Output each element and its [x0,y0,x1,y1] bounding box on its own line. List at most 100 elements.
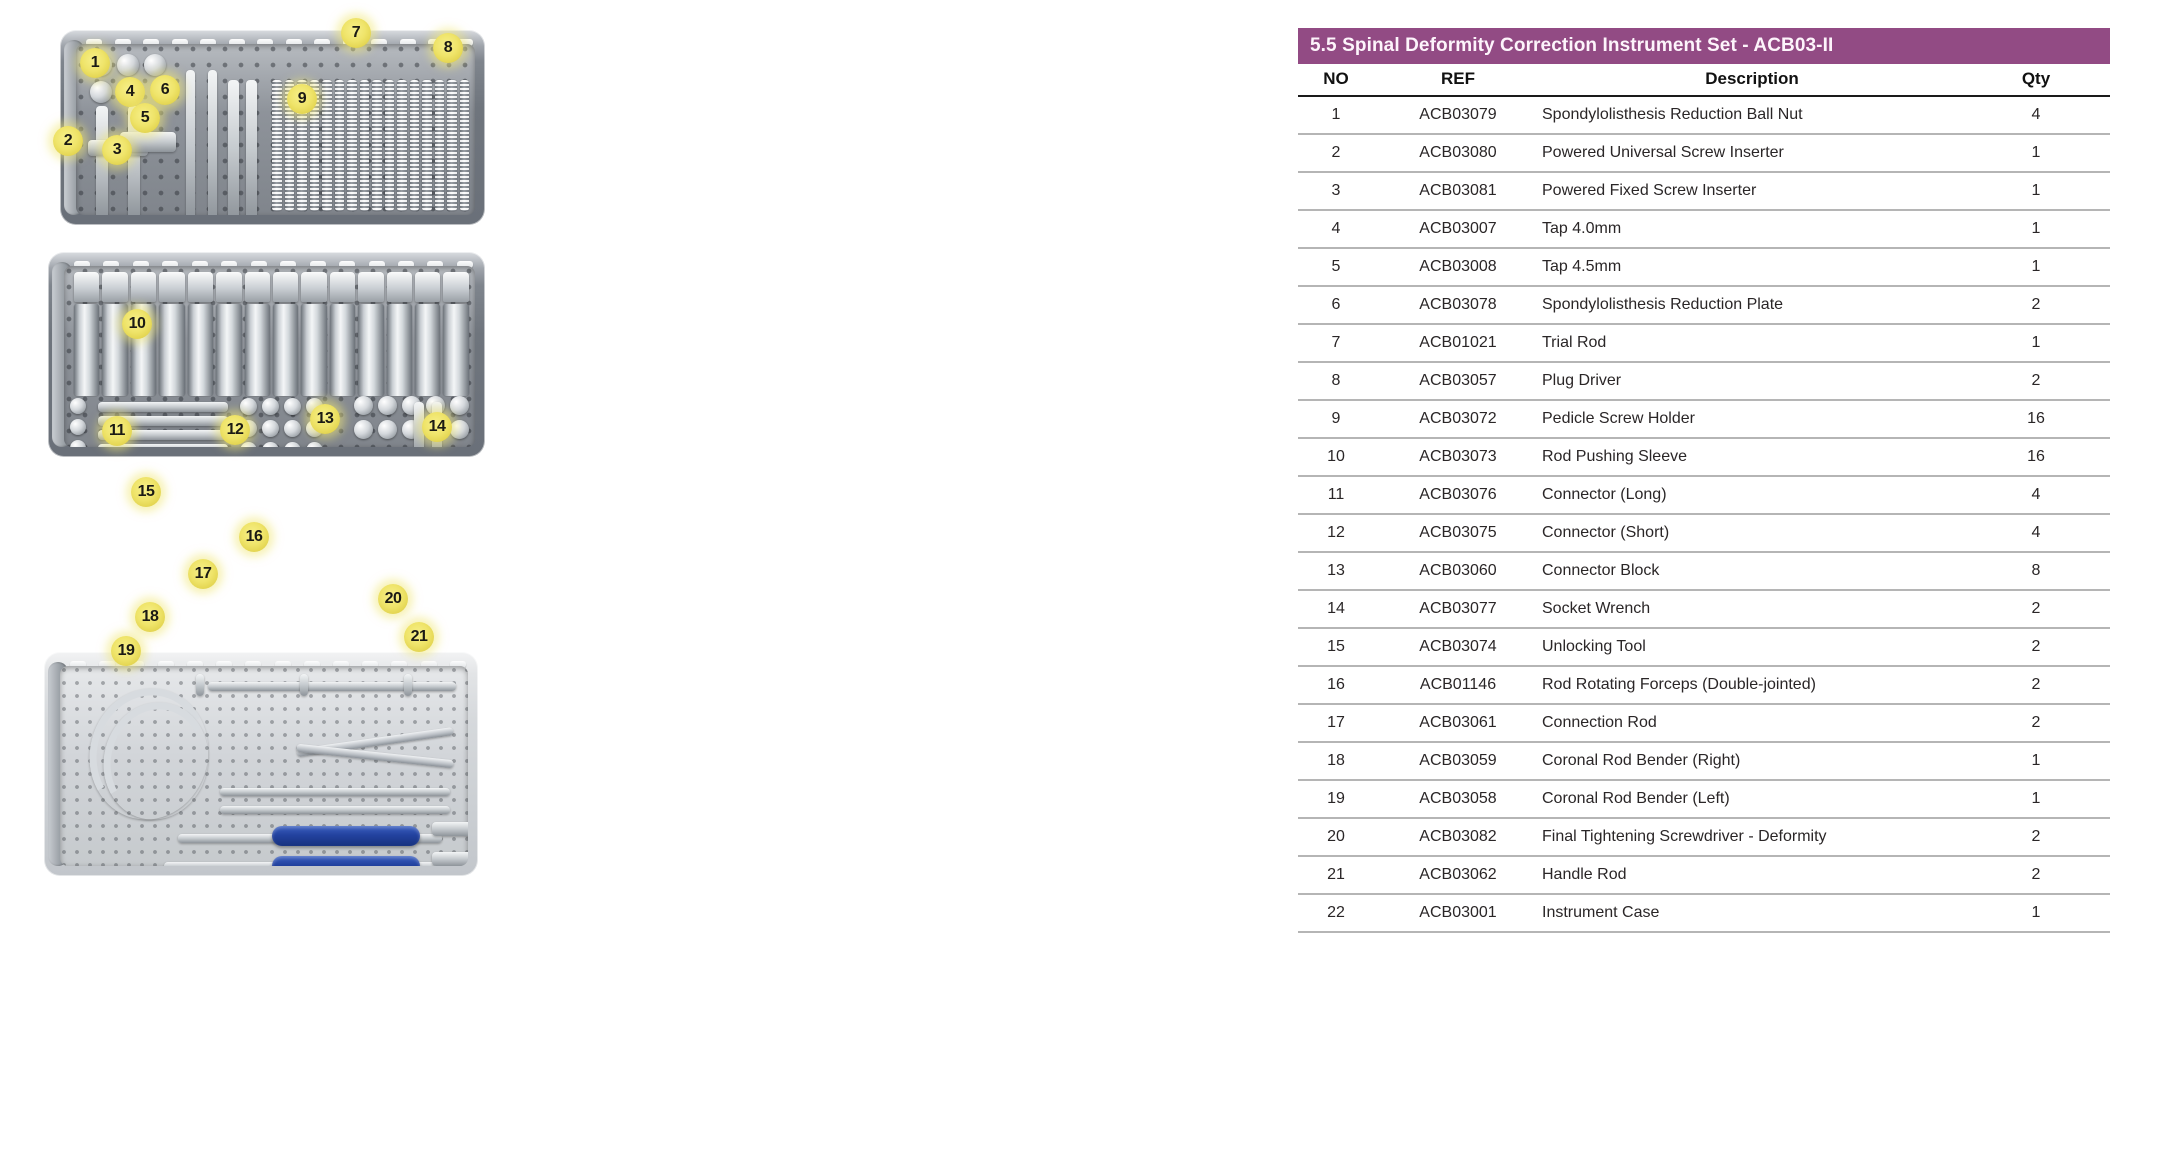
blue-handle-2 [272,856,420,866]
tray-clips [86,38,473,47]
cell-qty: 2 [1962,628,2110,667]
instrument-set-table-panel: 5.5 Spinal Deformity Correction Instrume… [1298,28,2110,933]
cell-ref: ACB03082 [1374,818,1542,857]
cell-desc: Rod Rotating Forceps (Double-jointed) [1542,666,1962,705]
table-title: 5.5 Spinal Deformity Correction Instrume… [1310,35,1834,56]
cell-no: 19 [1298,780,1374,819]
cell-ref: ACB03007 [1374,210,1542,249]
col-header-qty: Qty [1962,64,2110,97]
callout-badge-7: 7 [341,18,371,48]
cell-qty: 2 [1962,856,2110,895]
callout-badge-9: 9 [287,84,317,114]
callout-badge-11: 11 [102,416,132,446]
tray-case-1 [60,30,485,225]
connector-long-4 [98,444,228,447]
cell-ref: ACB03072 [1374,400,1542,439]
reduction-plate-b [246,80,257,215]
callout-badge-18: 18 [135,602,165,632]
callout-badge-17: 17 [188,559,218,589]
cell-desc: Spondylolisthesis Reduction Ball Nut [1542,96,1962,135]
reduction-plate-a [228,80,239,215]
tray-clips [70,660,466,669]
cell-qty: 8 [1962,552,2110,591]
top-connection-rod [208,682,456,691]
callout-badge-13: 13 [310,404,340,434]
inserter-collar-b [120,132,176,152]
connector-long-1 [98,402,228,412]
cell-qty: 2 [1962,362,2110,401]
cell-qty: 2 [1962,286,2110,325]
cell-desc: Connector (Long) [1542,476,1962,515]
cell-no: 20 [1298,818,1374,857]
cell-qty: 1 [1962,324,2110,363]
cell-ref: ACB03073 [1374,438,1542,477]
cell-no: 12 [1298,514,1374,553]
cell-desc: Spondylolisthesis Reduction Plate [1542,286,1962,325]
cell-no: 13 [1298,552,1374,591]
cell-qty: 4 [1962,476,2110,515]
callout-badge-12: 12 [220,415,250,445]
cell-ref: ACB03058 [1374,780,1542,819]
blue-handle-1 [272,826,420,846]
cell-desc: Powered Fixed Screw Inserter [1542,172,1962,211]
tray-plate-3 [60,666,468,866]
tap-40mm [186,70,195,215]
table-header-row: NO REF Description Qty [1298,64,2110,97]
cell-desc: Coronal Rod Bender (Left) [1542,780,1962,819]
cell-no: 1 [1298,96,1374,135]
cell-ref: ACB03060 [1374,552,1542,591]
cell-ref: ACB03080 [1374,134,1542,173]
callout-badge-8: 8 [433,33,463,63]
inserter-shaft-a [96,106,108,215]
cell-qty: 1 [1962,172,2110,211]
cell-desc: Instrument Case [1542,894,1962,933]
cell-ref: ACB03074 [1374,628,1542,667]
cell-no: 22 [1298,894,1374,933]
cell-ref: ACB03076 [1374,476,1542,515]
cell-qty: 1 [1962,248,2110,287]
tray-figure-2 [48,252,485,457]
cell-qty: 16 [1962,400,2110,439]
cell-desc: Socket Wrench [1542,590,1962,629]
cell-qty: 4 [1962,96,2110,135]
cell-qty: 2 [1962,666,2110,705]
tray-figure-3 [44,652,478,876]
callout-badge-21: 21 [404,622,434,652]
cell-no: 2 [1298,134,1374,173]
cell-ref: ACB01146 [1374,666,1542,705]
cell-qty: 2 [1962,818,2110,857]
cell-ref: ACB03062 [1374,856,1542,895]
callout-badge-6: 6 [150,75,180,105]
cell-desc: Coronal Rod Bender (Right) [1542,742,1962,781]
cell-no: 5 [1298,248,1374,287]
cell-qty: 16 [1962,438,2110,477]
cell-desc: Connector Block [1542,552,1962,591]
cell-ref: ACB03077 [1374,590,1542,629]
cell-no: 9 [1298,400,1374,439]
tray-plate-2 [64,266,475,447]
callout-badge-10: 10 [122,309,152,339]
holder-post-1 [196,674,204,696]
cell-qty: 4 [1962,514,2110,553]
cell-qty: 1 [1962,894,2110,933]
cell-desc: Tap 4.0mm [1542,210,1962,249]
callout-badge-15: 15 [131,477,161,507]
cell-desc: Powered Universal Screw Inserter [1542,134,1962,173]
cell-no: 10 [1298,438,1374,477]
holder-post-3 [404,674,412,696]
